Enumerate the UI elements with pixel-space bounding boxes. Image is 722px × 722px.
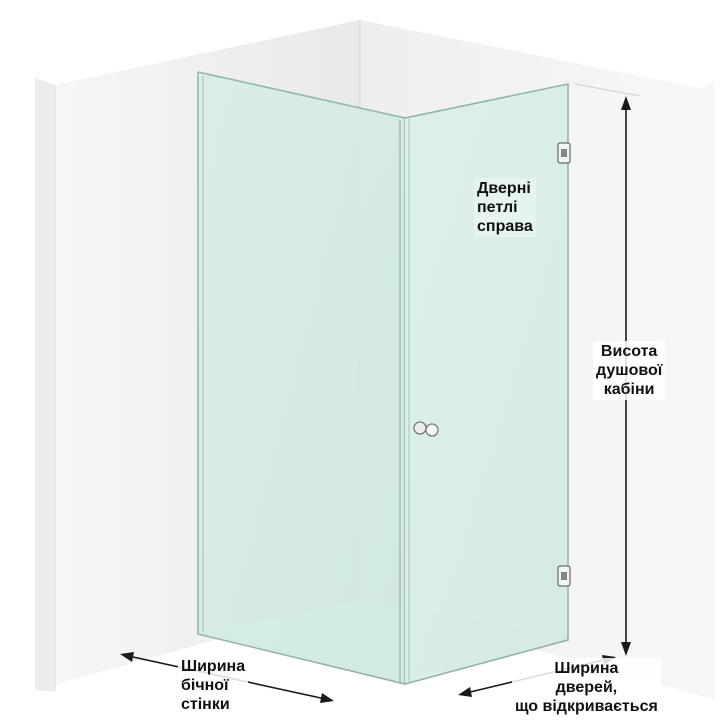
side-width-label-line-1: Ширина — [181, 658, 246, 675]
cabin-height-label: Висота душової кабіни — [593, 341, 666, 400]
left-wall-front-face — [35, 78, 55, 692]
door-hinges-label-line-1: Дверні — [477, 180, 531, 197]
side-width-label-line-2: бічної — [181, 677, 229, 694]
hinge-icon — [557, 565, 571, 587]
door-hinges-label: Дверні петлі справа — [474, 178, 536, 237]
hinge-icon — [557, 142, 571, 164]
door-width-label-line-2: дверей, — [555, 679, 618, 696]
door-width-label-line-1: Ширина — [554, 660, 619, 677]
side-glass-panel — [197, 71, 406, 685]
side-width-label-line-3: стінки — [181, 696, 230, 713]
cabin-height-label-line-3: кабіни — [603, 381, 655, 398]
door-hinges-label-line-3: справа — [477, 218, 533, 235]
cabin-height-label-line-2: душової — [596, 362, 663, 379]
door-glass-panel — [399, 83, 569, 685]
side-width-label: Ширина бічної стінки — [178, 656, 249, 715]
door-knob-icon[interactable] — [413, 421, 439, 437]
left-wall-top — [35, 8, 360, 85]
door-width-label: Ширина дверей, що відкривається — [512, 658, 661, 717]
door-hinges-label-line-2: петлі — [477, 199, 518, 216]
right-wall-top — [360, 8, 715, 88]
cabin-height-label-line-1: Висота — [600, 343, 658, 360]
door-width-label-line-3: що відкривається — [515, 698, 658, 715]
